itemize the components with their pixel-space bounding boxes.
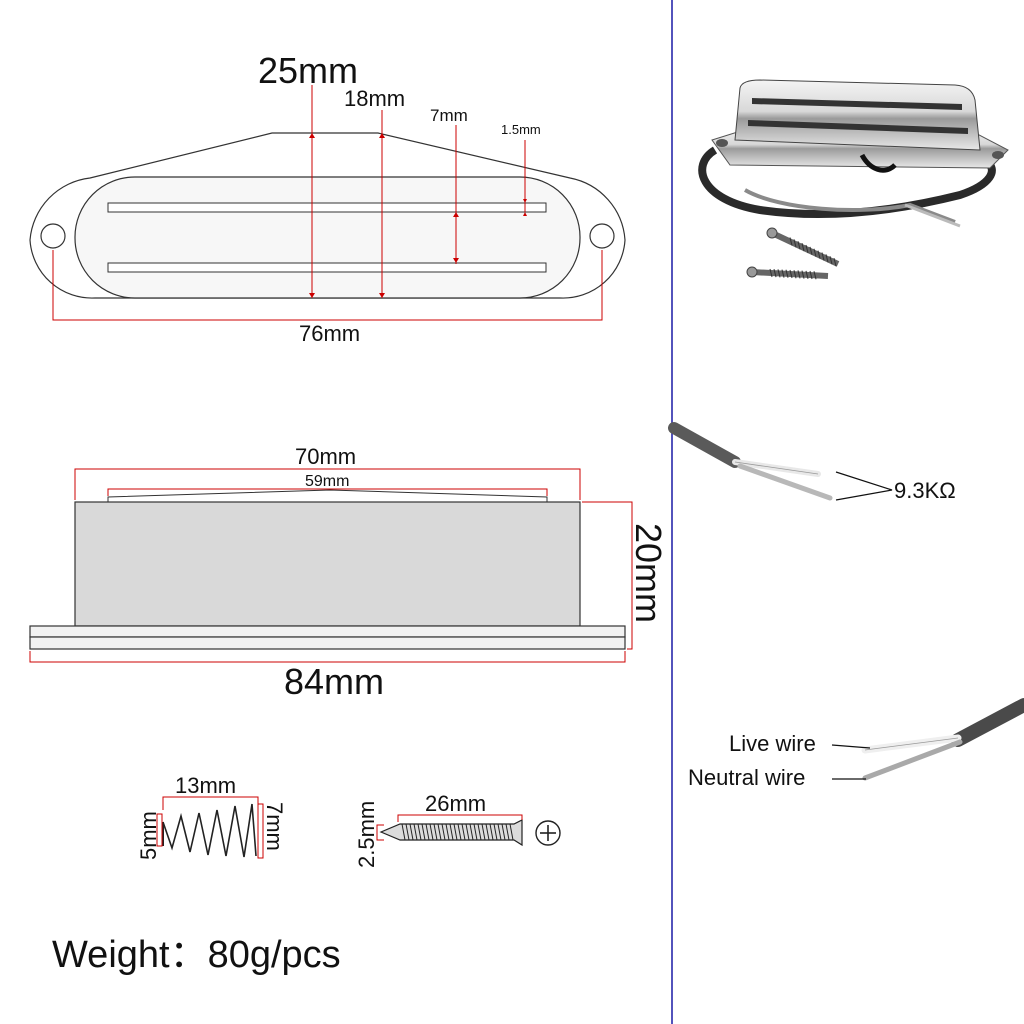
pickup-cover [734, 79, 981, 151]
mounting-hole-right [589, 223, 615, 249]
pickup-top-view: 25mm 18mm 7mm 1.5mm 76mm [29, 50, 626, 346]
dim-box-5mm [156, 813, 163, 847]
label-7mm-spring: 7mm [262, 802, 287, 851]
label-20mm: 20mm [628, 523, 669, 623]
dim-line-2-5mm [376, 824, 384, 841]
base-plate-bottom [29, 636, 626, 650]
label-76mm: 76mm [299, 321, 360, 346]
label-13mm: 13mm [175, 773, 236, 798]
dim-line-20mm [582, 501, 633, 650]
wire-identification-photo: Live wire Neutral wire [688, 698, 1024, 790]
screw-diagram: 26mm 2.5mm [354, 791, 561, 868]
weight-label: Weight：80g/pcs [52, 934, 341, 976]
pickup-side-view: 70mm 59mm 20mm 84mm [29, 444, 669, 702]
label-18mm: 18mm [344, 86, 405, 111]
label-70mm: 70mm [295, 444, 356, 469]
resistance-value: 9.3KΩ [894, 478, 956, 503]
label-84mm: 84mm [284, 661, 384, 702]
mounting-screws-photo [746, 227, 840, 280]
dim-line-84mm [29, 651, 626, 663]
cover-outline [74, 176, 581, 299]
cover-side [74, 501, 581, 627]
label-26mm: 26mm [425, 791, 486, 816]
resistance-wire-photo: 9.3KΩ [668, 422, 956, 503]
dim-line-59mm [107, 488, 548, 496]
neutral-wire-label: Neutral wire [688, 765, 805, 790]
dim-line-13mm [162, 796, 259, 810]
live-wire-pointer [831, 744, 871, 749]
dim-line-70mm [74, 468, 581, 500]
cover-slot-top [107, 202, 547, 213]
mounting-hole-left [40, 223, 66, 249]
label-7mm: 7mm [430, 106, 468, 125]
spring-diagram: 13mm 5mm 7mm [136, 773, 287, 860]
label-25mm: 25mm [258, 50, 358, 91]
dim-line-26mm [397, 814, 523, 822]
label-1-5mm: 1.5mm [501, 122, 541, 137]
slot-profile [107, 489, 548, 503]
cover-slot-bottom [107, 262, 547, 273]
pickup-product-photo [698, 79, 1009, 280]
label-2-5mm: 2.5mm [354, 801, 379, 868]
resistance-pointer [835, 471, 893, 501]
label-59mm: 59mm [305, 473, 349, 490]
spring-coil [162, 803, 257, 858]
label-5mm: 5mm [136, 811, 161, 860]
live-wire-label: Live wire [729, 731, 816, 756]
dim-line-76mm [52, 250, 603, 321]
wire-bundle [698, 146, 996, 219]
base-plate-top [29, 625, 626, 638]
dim-box-7mm [257, 803, 264, 859]
